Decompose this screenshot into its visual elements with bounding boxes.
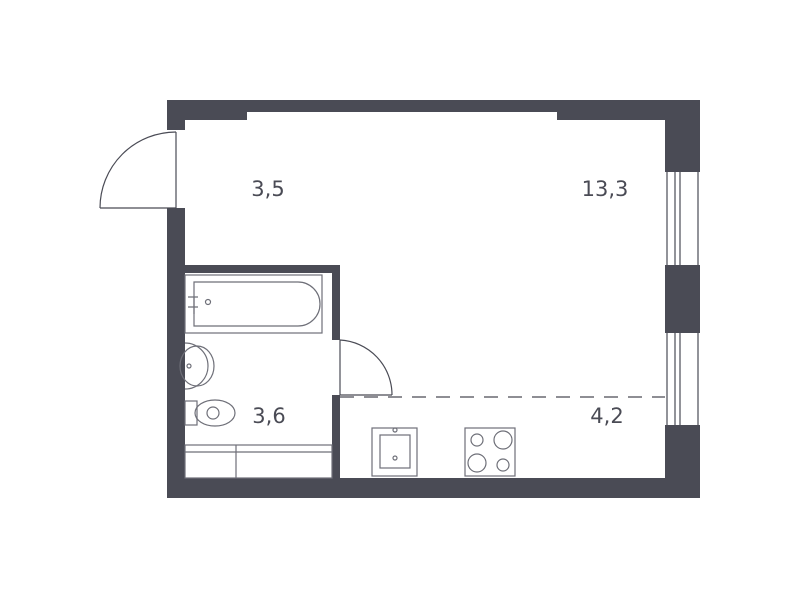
living-room-area-label: 13,3 [582,177,629,201]
kitchen-area-label: 4,2 [590,404,623,428]
bathroom-top-wall [185,265,340,273]
toilet [184,399,236,427]
washbasin [179,342,215,390]
bathroom-door [339,339,393,396]
cooktop [464,427,516,477]
bathroom-walls [185,265,340,480]
hallway-area-label: 3,5 [251,177,284,201]
bottom-wall-thin-left [292,478,557,490]
left-wall-top [167,100,185,130]
window-lower [666,333,699,425]
top-left-pier [167,100,247,120]
bathroom-shelf [184,444,333,479]
bathroom-area-label: 3,6 [252,404,285,428]
right-wall-mid [665,265,700,333]
outer-walls [167,100,700,498]
left-wall-main [167,208,185,498]
window-upper [666,172,699,265]
kitchen-sink [371,427,418,477]
top-right-pier [557,100,700,120]
bathroom-right-wall-lower [332,395,340,480]
right-wall-bottom [665,425,700,498]
entrance-door [99,131,177,209]
bathtub [184,274,323,334]
bathroom-right-wall-upper [332,265,340,340]
right-wall-top [665,100,700,172]
